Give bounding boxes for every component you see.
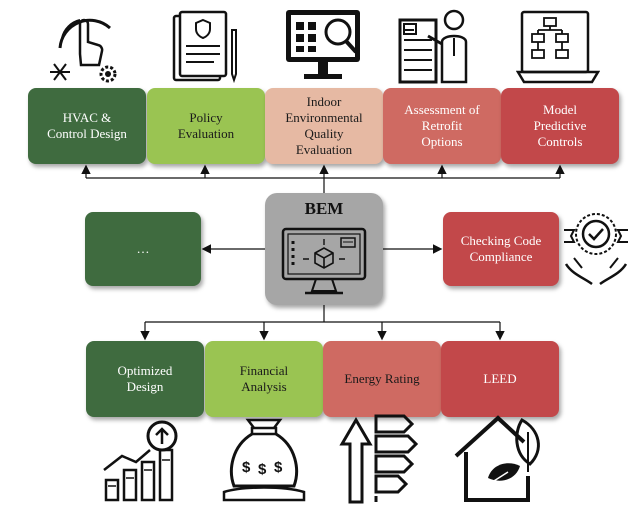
checking-code-compliance-box: Checking Code Compliance bbox=[443, 212, 559, 286]
flowchart-monitor-icon bbox=[516, 10, 600, 84]
policy-evaluation-box: Policy Evaluation bbox=[147, 88, 265, 164]
money-bag-icon: $ $ $ bbox=[222, 418, 306, 502]
leaf-house-icon bbox=[454, 415, 540, 502]
energy-rating-box: Energy Rating bbox=[323, 341, 441, 417]
policy-document-icon bbox=[172, 10, 237, 84]
svg-text:$: $ bbox=[258, 461, 267, 478]
growth-chart-icon bbox=[103, 420, 178, 502]
svg-text:$: $ bbox=[242, 459, 251, 476]
hvac-control-design-box: HVAC & Control Design bbox=[28, 88, 146, 164]
model-predictive-controls-box: Model Predictive Controls bbox=[501, 88, 619, 164]
bem-center-box: BEM bbox=[265, 193, 383, 305]
hvac-touch-icon bbox=[50, 18, 117, 83]
energy-rating-icon bbox=[339, 414, 419, 504]
certificate-hands-icon bbox=[564, 213, 628, 286]
financial-analysis-box: Financial Analysis bbox=[205, 341, 323, 417]
bem-title: BEM bbox=[304, 199, 344, 218]
ellipsis-box: … bbox=[85, 212, 201, 286]
optimized-design-box: Optimized Design bbox=[86, 341, 204, 417]
leed-box: LEED bbox=[441, 341, 559, 417]
retrofit-options-box: Assessment of Retrofit Options bbox=[383, 88, 501, 164]
computer-model-icon bbox=[281, 227, 367, 295]
svg-text:$: $ bbox=[274, 459, 283, 476]
monitor-magnifier-icon bbox=[286, 10, 360, 79]
presenter-icon bbox=[398, 9, 468, 84]
ieq-evaluation-box: Indoor Environmental Quality Evaluation bbox=[265, 88, 383, 164]
